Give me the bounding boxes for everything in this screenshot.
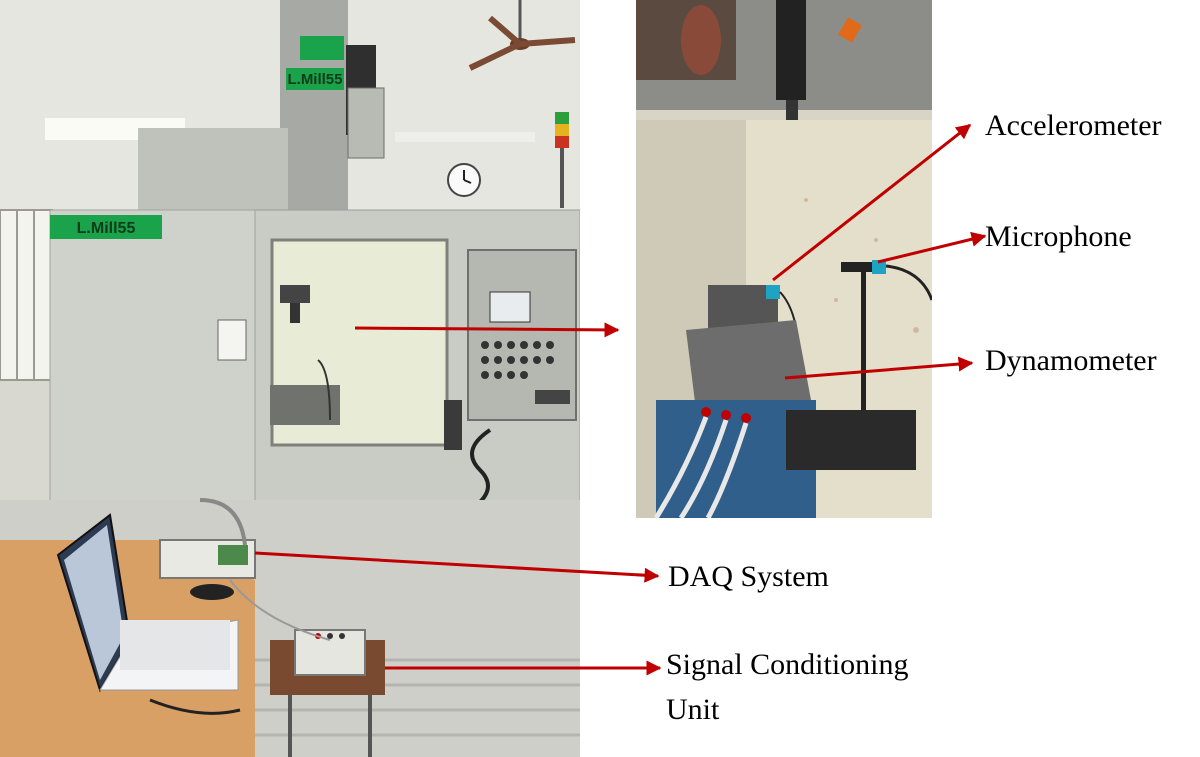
daq-system-label: DAQ System <box>668 560 829 593</box>
machine-setup-illustration: L.Mill55 L.Mill55 <box>0 0 580 757</box>
accelerometer-label: Accelerometer <box>985 109 1162 142</box>
microphone-label: Microphone <box>985 220 1132 253</box>
signal-conditioning-label-line2: Unit <box>666 693 720 726</box>
machine-setup-photo: L.Mill55 L.Mill55 <box>0 0 580 757</box>
sensor-closeup-photo <box>636 0 932 518</box>
dynamometer-label: Dynamometer <box>985 344 1157 377</box>
ceiling-fan <box>468 0 576 71</box>
sensor-closeup-illustration <box>636 0 932 518</box>
signal-conditioning-label-line1: Signal Conditioning <box>666 648 909 681</box>
brand-label-top: L.Mill55 <box>287 71 342 88</box>
brand-label-side: L.Mill55 <box>77 220 136 237</box>
